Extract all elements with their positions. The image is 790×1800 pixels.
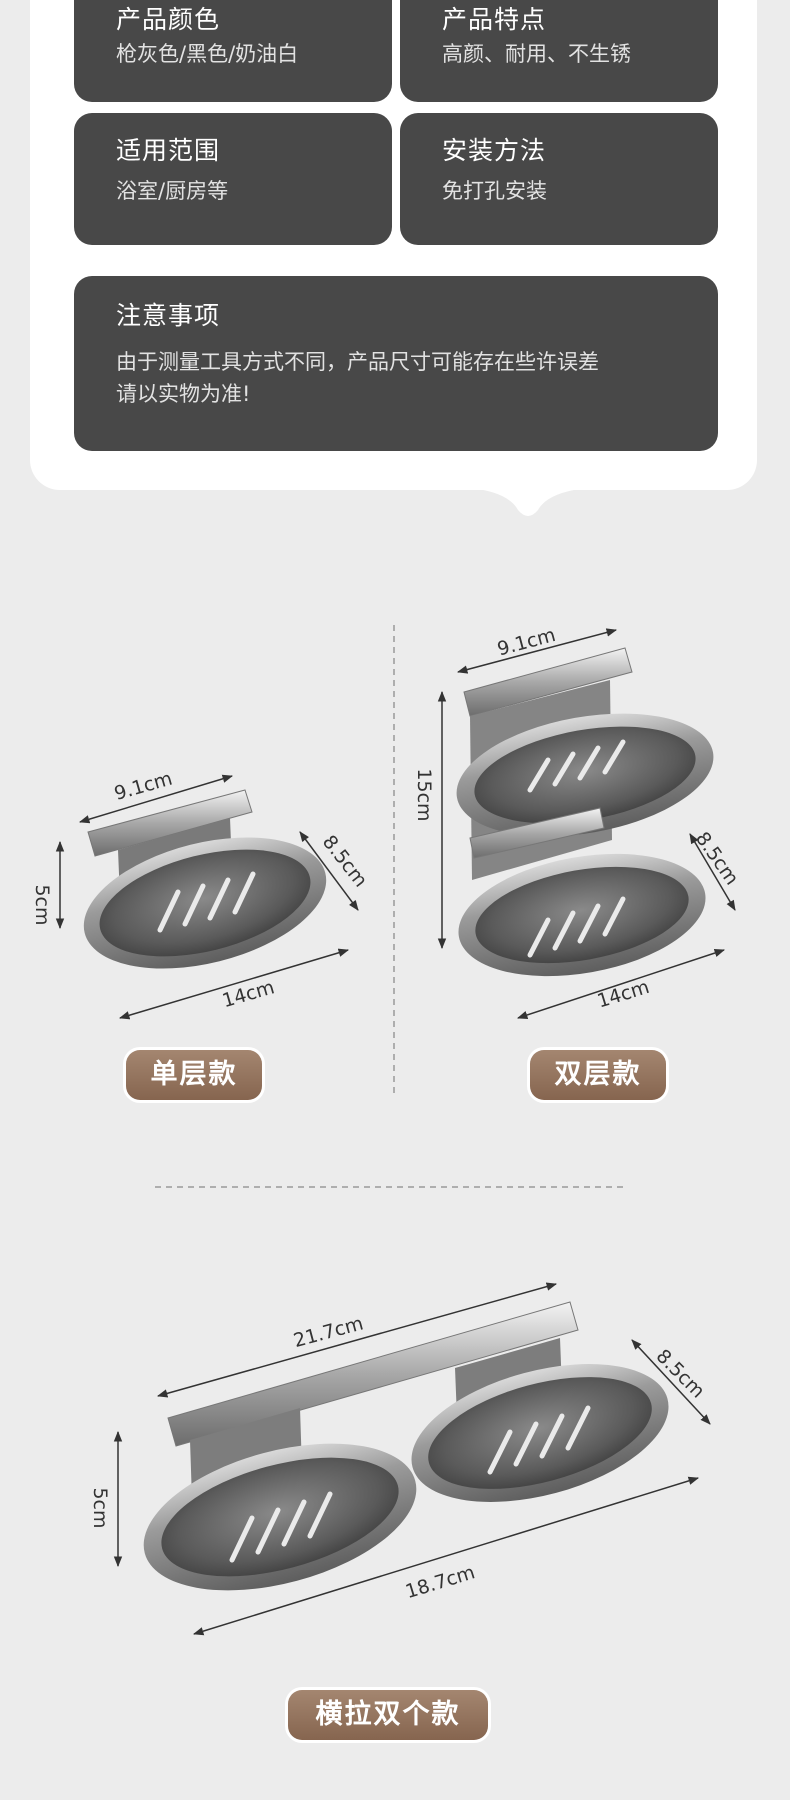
horizontal-height-label: 5cm [89,1487,111,1528]
spec-feature-value: 高颜、耐用、不生锈 [442,42,631,66]
horizontal-width-label: 21.7cm [291,1312,366,1352]
spec-scope-title: 适用范围 [116,136,221,165]
spec-color-value: 枪灰色/黑色/奶油白 [116,42,299,66]
vertical-divider [393,625,395,1095]
spec-notes-line2: 请以实物为准! [116,382,251,406]
double-tier-dish [456,647,714,977]
double-length-label: 14cm [595,976,652,1013]
horizontal-badge: 横拉双个款 [288,1690,488,1740]
double-tier-badge: 双层款 [530,1050,666,1100]
double-height-label: 15cm [413,768,435,821]
spec-notes-tile: 注意事项 由于测量工具方式不同，产品尺寸可能存在些许误差 请以实物为准! [74,276,718,451]
spec-feature-tile: 产品特点 高颜、耐用、不生锈 [400,0,718,102]
single-tier-badge: 单层款 [126,1050,262,1100]
spec-color-title: 产品颜色 [116,5,221,34]
spec-notes-line1: 由于测量工具方式不同，产品尺寸可能存在些许误差 [116,350,599,374]
horizontal-length-label: 18.7cm [403,1561,478,1603]
spec-color-tile: 产品颜色 枪灰色/黑色/奶油白 [74,0,392,102]
spec-install-value: 免打孔安装 [442,179,547,203]
single-width-label: 9.1cm [112,768,175,805]
single-length-label: 14cm [220,976,277,1012]
spec-install-tile: 安装方法 免打孔安装 [400,113,718,245]
horizontal-double-dish [143,1301,669,1591]
spec-notes-title: 注意事项 [116,301,221,330]
single-tier-dish [83,789,327,969]
spec-scope-tile: 适用范围 浴室/厨房等 [74,113,392,245]
single-height-label: 5cm [31,884,53,925]
spec-feature-title: 产品特点 [442,5,547,34]
spec-card: 产品颜色 枪灰色/黑色/奶油白 产品特点 高颜、耐用、不生锈 适用范围 浴室/厨… [30,0,757,490]
spec-install-title: 安装方法 [442,136,547,165]
double-width-label: 9.1cm [495,624,558,661]
horizontal-divider [155,1186,625,1188]
spec-scope-value: 浴室/厨房等 [116,179,229,203]
speech-pointer [470,488,588,516]
